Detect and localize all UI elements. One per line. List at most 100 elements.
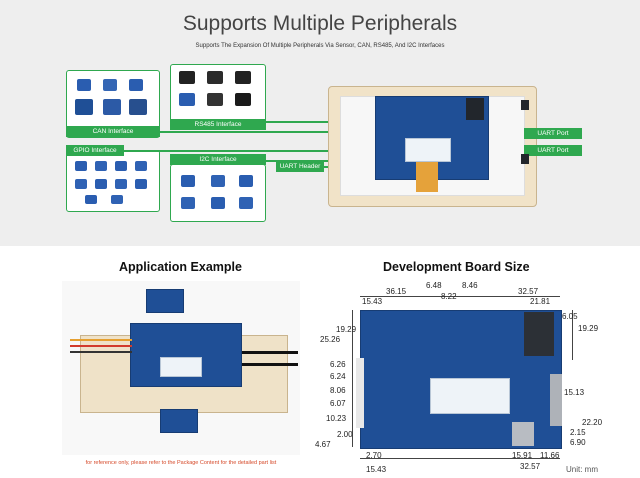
dim-line [360, 296, 560, 297]
photo-board [130, 323, 242, 387]
photo-sensor-module [160, 409, 198, 433]
module-image [103, 99, 121, 115]
side-connector [521, 154, 529, 164]
rs485-interface-label: RS485 Interface [170, 119, 266, 130]
dim-label: 2.70 [366, 451, 382, 460]
application-photo [62, 281, 300, 455]
dev-board-title: Development Board Size [383, 260, 530, 274]
module-image [207, 71, 223, 84]
dim-line [352, 310, 353, 447]
dim-label: 15.43 [362, 297, 383, 306]
uart-port-label-2: UART Port [524, 145, 582, 156]
module-image [95, 161, 107, 171]
module-image [235, 93, 251, 106]
connector-line [264, 121, 380, 123]
module-image [75, 99, 93, 115]
module-image [95, 179, 107, 189]
module-image [181, 175, 195, 187]
dim-label: 6.07 [330, 399, 346, 408]
dim-label: 32.57 [520, 462, 541, 471]
dim-label: 6.24 [330, 372, 346, 381]
module-image [135, 179, 147, 189]
dim-label: 2.15 [570, 428, 586, 437]
photo-wire [70, 351, 132, 353]
dim-label: 15.43 [366, 465, 387, 474]
peripherals-section: Supports Multiple Peripherals Supports T… [0, 0, 640, 246]
connector-line [124, 150, 380, 152]
gpio-interface-label: GPIO Interface [66, 145, 124, 156]
dim-line [360, 458, 560, 459]
page-subtitle: Supports The Expansion Of Multiple Perip… [195, 43, 445, 49]
dim-label: 10.23 [326, 414, 347, 423]
module-image [211, 197, 225, 209]
esp32-module [466, 98, 484, 120]
dim-line [572, 310, 573, 360]
dim-label: 22.20 [582, 418, 603, 427]
module-image [77, 79, 91, 91]
i2c-module-group [170, 164, 266, 222]
module-image [75, 179, 87, 189]
application-title: Application Example [119, 260, 242, 274]
dim-label: 21.81 [530, 297, 551, 306]
ribbon-cable [416, 162, 438, 192]
dim-label: 6.05 [562, 312, 578, 321]
dim-usb-port [550, 374, 562, 400]
module-image [115, 179, 127, 189]
dim-label: 36.15 [386, 287, 407, 296]
gpio-module-group [66, 150, 160, 212]
rs485-module-group [170, 64, 266, 126]
dim-label: 15.13 [564, 388, 585, 397]
module-image [211, 175, 225, 187]
dim-sd-slot [512, 422, 534, 446]
module-image [75, 161, 87, 171]
dim-label: 6.48 [426, 281, 442, 290]
board-lcd [405, 138, 451, 162]
dim-label: 19.29 [336, 325, 357, 334]
connector-line [264, 160, 380, 162]
uart-header-label: UART Header [276, 161, 324, 172]
dim-label: 15.91 [512, 451, 533, 460]
dim-board-lcd [430, 378, 510, 414]
module-image [135, 161, 147, 171]
dim-label: 2.00 [337, 430, 353, 439]
dim-label: 32.57 [518, 287, 539, 296]
dim-label: 25.26 [320, 335, 341, 344]
connector-line [158, 131, 380, 133]
dim-label: 6.90 [570, 438, 586, 447]
dim-side-header [356, 358, 364, 428]
module-image [129, 79, 143, 91]
reference-note: for reference only, please refer to the … [85, 460, 277, 466]
module-image [181, 197, 195, 209]
unit-label: Unit: mm [566, 465, 598, 474]
module-image [129, 99, 147, 115]
dim-usb-port [550, 400, 562, 426]
dim-label: 8.46 [462, 281, 478, 290]
photo-wire [70, 339, 132, 341]
photo-cable [242, 351, 298, 354]
photo-board-lcd [160, 357, 202, 377]
module-image [235, 71, 251, 84]
module-image [179, 93, 195, 106]
dim-esp32-module [524, 312, 554, 356]
dim-label: 4.67 [315, 440, 331, 449]
page-title: Supports Multiple Peripherals [182, 12, 458, 35]
dim-label: 8.22 [441, 292, 457, 301]
dim-label: 11.66 [540, 451, 560, 460]
i2c-interface-label: I2C Interface [170, 154, 266, 165]
module-image [179, 71, 195, 84]
photo-wire [70, 345, 132, 347]
side-connector [521, 100, 529, 110]
module-image [115, 161, 127, 171]
dim-label: 8.06 [330, 386, 346, 395]
module-image [239, 175, 253, 187]
dim-label: 19.29 [578, 324, 599, 333]
module-image [85, 195, 97, 204]
module-image [207, 93, 223, 106]
module-image [239, 197, 253, 209]
dim-label: 6.26 [330, 360, 346, 369]
uart-port-label-1: UART Port [524, 128, 582, 139]
module-image [103, 79, 117, 91]
can-interface-label: CAN Interface [66, 126, 160, 137]
photo-cable [242, 363, 298, 366]
module-image [111, 195, 123, 204]
